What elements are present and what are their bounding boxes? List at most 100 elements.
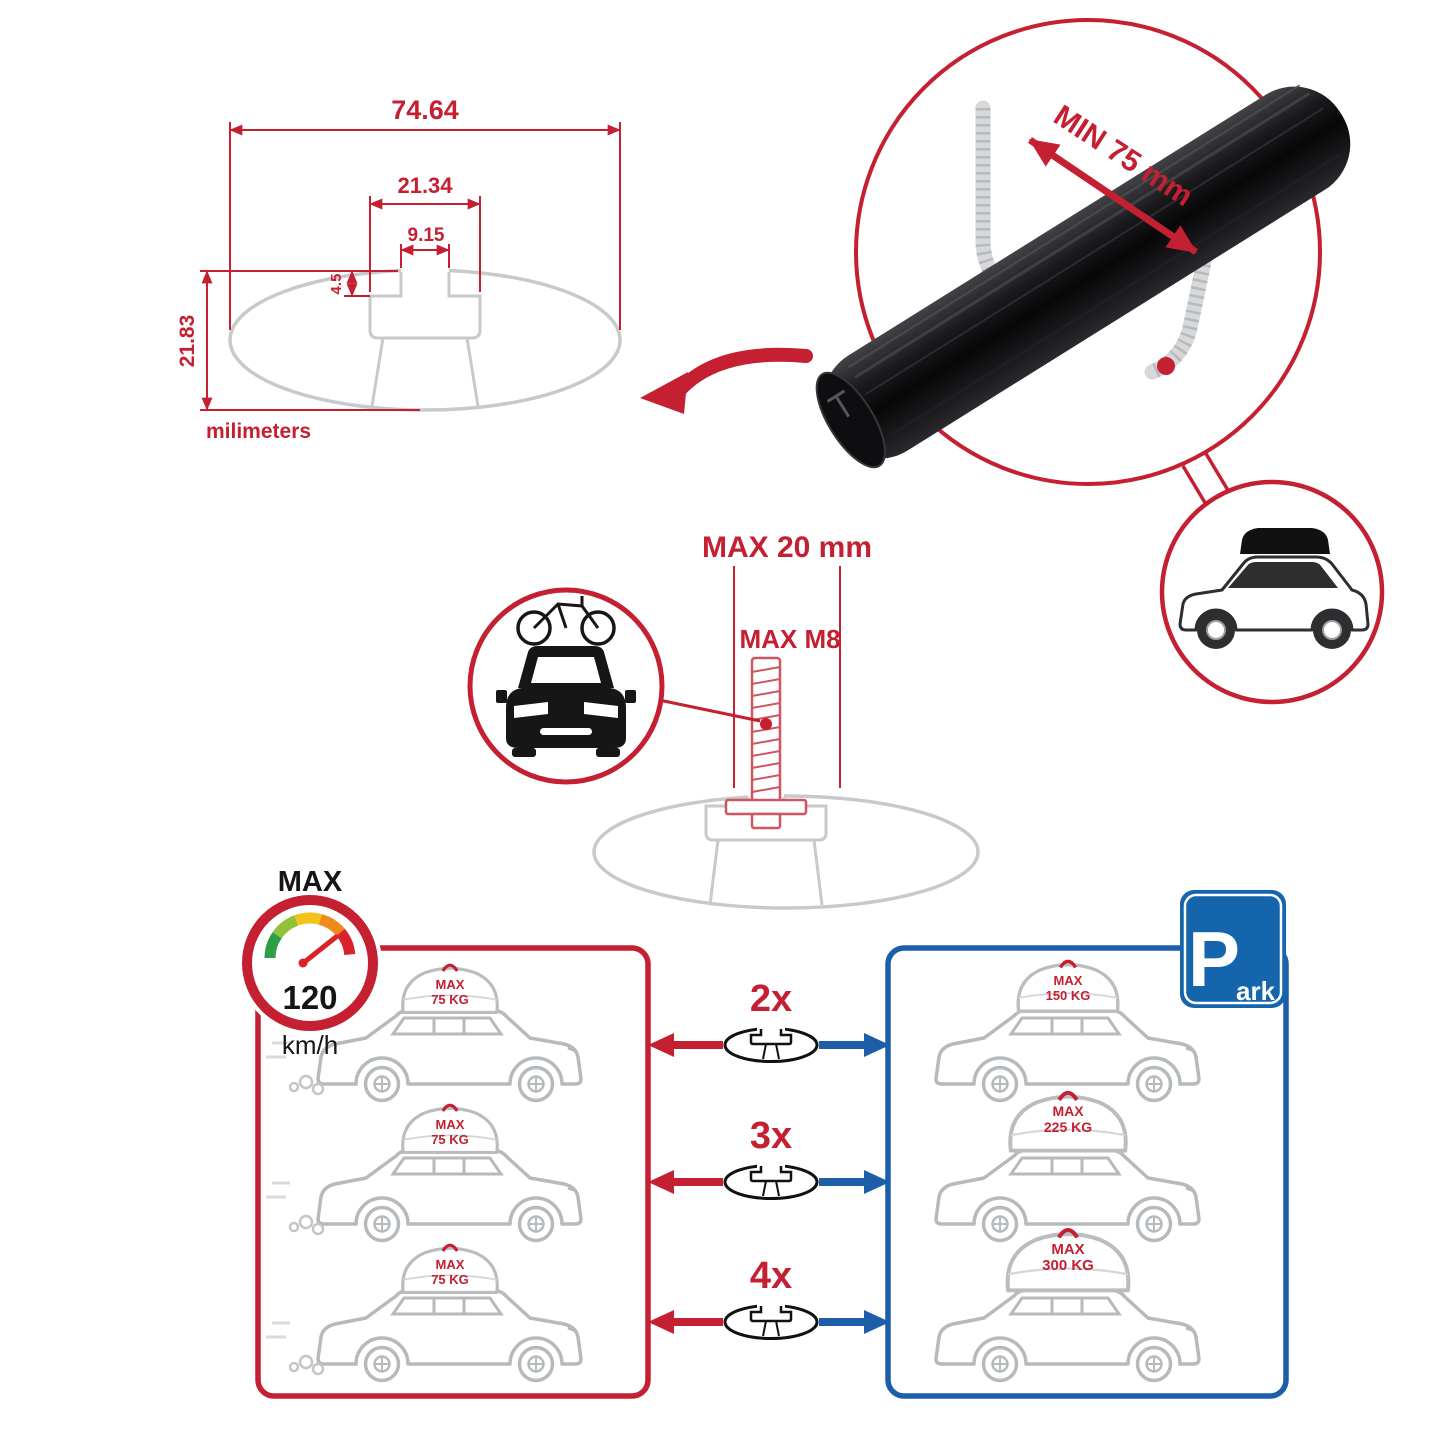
t-nut-tail bbox=[750, 812, 782, 830]
red-cargo-2-max: MAX bbox=[436, 1117, 465, 1132]
motion-lines-1 bbox=[266, 1041, 290, 1059]
car-windshield bbox=[531, 657, 601, 683]
motion-lines-3 bbox=[266, 1321, 290, 1339]
bike-frame bbox=[532, 596, 600, 630]
crossbar-groove-3 bbox=[890, 152, 1342, 437]
max-thread-label: MAX M8 bbox=[739, 624, 840, 654]
blue-cargo-1-max: MAX bbox=[1054, 973, 1083, 988]
mini-profile-2-web bbox=[762, 1180, 780, 1197]
t-nut-plate bbox=[724, 798, 808, 816]
gauge-seg-green bbox=[264, 931, 282, 959]
blue-arrow-1-head bbox=[864, 1033, 890, 1057]
red-cargo-3-kg: 75 KG bbox=[431, 1272, 469, 1287]
red-arrow-2-head bbox=[648, 1170, 674, 1194]
exhaust-puffs-3 bbox=[288, 1354, 325, 1376]
red-options-panel: MAX 75 KG MAX 75 KG MAX 75 KG bbox=[255, 945, 651, 1399]
gauge-needle bbox=[299, 934, 339, 967]
suv-roofbox-badge bbox=[1159, 479, 1385, 705]
mini-profile-3-channel bbox=[749, 1306, 793, 1323]
red-arrow-1-head bbox=[648, 1033, 674, 1057]
blue-cargo-2-max: MAX bbox=[1052, 1103, 1084, 1119]
crossbar-body bbox=[822, 86, 1351, 459]
motion-lines-2 bbox=[266, 1181, 290, 1199]
suv-wheel-front-rim bbox=[1206, 620, 1226, 640]
dim-ext-outer-width bbox=[229, 122, 621, 330]
speed-unit: km/h bbox=[282, 1030, 338, 1060]
cross-section-dimension-diagram: 74.64 21.34 9.15 4.5 21.83 milimeters bbox=[176, 95, 622, 443]
park-sign-ark: ark bbox=[1236, 976, 1276, 1006]
dim-label-outer-width: 74.64 bbox=[391, 95, 459, 125]
car-front-body bbox=[506, 688, 626, 748]
car-mirror-left bbox=[496, 690, 507, 703]
red-cargo-2-kg: 75 KG bbox=[431, 1132, 469, 1147]
gauge-needle-pivot bbox=[298, 958, 308, 968]
car-headlight-right bbox=[584, 702, 618, 718]
dim-label-slot-width: 9.15 bbox=[408, 225, 445, 246]
bolt-profile-ellipse bbox=[592, 794, 980, 910]
speed-max-label: MAX bbox=[278, 866, 343, 898]
slot-opening-mask bbox=[401, 262, 449, 274]
bike-wheel-left bbox=[516, 610, 552, 646]
blue-arrow-2-head bbox=[864, 1170, 890, 1194]
suv-windows bbox=[1228, 562, 1338, 588]
car-tire-right bbox=[596, 748, 620, 757]
mini-profile-1-web bbox=[762, 1043, 780, 1060]
park-sign-plate bbox=[1180, 890, 1286, 1008]
pointer-arrow-to-cross-section bbox=[640, 347, 813, 414]
profile-web-lines bbox=[370, 337, 480, 407]
dim-label-channel-width: 21.34 bbox=[397, 173, 453, 198]
pointer-arrow-tail bbox=[671, 347, 813, 399]
leader-line-to-bolt bbox=[658, 698, 761, 723]
mini-profile-3-web bbox=[762, 1320, 780, 1337]
park-sign-inner-border bbox=[1183, 893, 1283, 1005]
max-length-bracket bbox=[733, 566, 841, 788]
bolt-profile-web bbox=[708, 839, 824, 906]
speed-limit-gauge: MAX 120 km/h bbox=[238, 866, 382, 1060]
car-front-bike-badge bbox=[467, 587, 761, 785]
blue-cargo-3-max: MAX bbox=[1051, 1241, 1084, 1258]
car-headlight-left bbox=[514, 702, 548, 718]
multiplier-rows: 2x 3x 4x bbox=[648, 978, 890, 1340]
bike-wheel-right bbox=[580, 610, 616, 646]
pointer-arrow-head bbox=[640, 372, 688, 414]
dim-label-height: 21.83 bbox=[176, 315, 199, 368]
park-sign-p: P bbox=[1188, 915, 1240, 1003]
car-tire-left bbox=[512, 748, 536, 757]
gauge-seg-yellow bbox=[294, 912, 322, 926]
multiplier-4x: 4x bbox=[750, 1255, 792, 1297]
gauge-seg-orange bbox=[318, 914, 345, 937]
bolt-threads bbox=[751, 666, 781, 793]
car-mirror-right bbox=[625, 690, 636, 703]
clamp-point-dot bbox=[1157, 357, 1175, 375]
blue-options-panel: MAX 150 KG MAX 225 KG MAX 300 KG bbox=[885, 945, 1289, 1399]
mini-profile-1-channel bbox=[749, 1029, 793, 1046]
min-span-arrow bbox=[1028, 137, 1198, 255]
park-sign: P ark bbox=[1180, 890, 1286, 1008]
bolt-detail: MAX 20 mm MAX M8 bbox=[592, 531, 980, 910]
mini-profile-2-channel bbox=[749, 1166, 793, 1183]
crossbar-3d-detail: MIN 75 mm bbox=[815, 18, 1351, 507]
blue-cargo-1-kg: 150 KG bbox=[1046, 988, 1091, 1003]
red-cargo-1-max: MAX bbox=[436, 977, 465, 992]
car-grille bbox=[540, 728, 592, 735]
roof-box-icon bbox=[1240, 528, 1330, 554]
units-label: milimeters bbox=[206, 420, 311, 443]
speed-value: 120 bbox=[282, 979, 337, 1016]
blue-arrow-3-head bbox=[864, 1310, 890, 1334]
detail-circle bbox=[854, 18, 1322, 486]
dim-label-slot-depth: 4.5 bbox=[328, 274, 345, 295]
exhaust-puffs-1 bbox=[288, 1074, 325, 1096]
red-cargo-1-kg: 75 KG bbox=[431, 992, 469, 1007]
t-slot-channel bbox=[368, 272, 482, 340]
dim-ext-channel-width bbox=[369, 196, 481, 292]
suv-wheel-rear-rim bbox=[1322, 620, 1342, 640]
multiplier-3x: 3x bbox=[750, 1115, 792, 1157]
blue-cargo-3-kg: 300 KG bbox=[1042, 1257, 1094, 1274]
blue-cargo-2-kg: 225 KG bbox=[1044, 1119, 1092, 1135]
exhaust-puffs-2 bbox=[288, 1214, 325, 1236]
max-length-label: MAX 20 mm bbox=[702, 531, 872, 564]
red-arrow-3-head bbox=[648, 1310, 674, 1334]
gauge-seg-yellowgreen bbox=[272, 915, 299, 939]
